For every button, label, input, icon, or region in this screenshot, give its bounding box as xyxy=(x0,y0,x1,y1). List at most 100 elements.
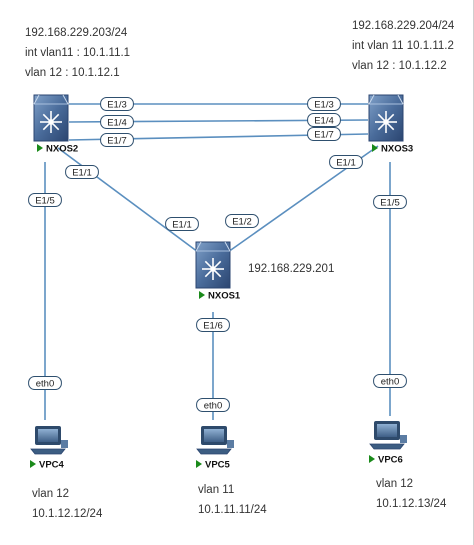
nxos3-switch-icon xyxy=(368,94,404,142)
nxos1-ip: 192.168.229.201 xyxy=(248,263,335,275)
port-nxos1-E1-1-3: E1/1 xyxy=(165,217,199,231)
nxos2-switch-top xyxy=(33,94,69,105)
port-nxos3-E1-7-2: E1/7 xyxy=(307,127,341,141)
port-nxos3-E1-5-7: E1/5 xyxy=(373,195,407,209)
vpc6-ip: 10.1.12.13/24 xyxy=(376,498,447,510)
nxos2-info-note: 192.168.229.203/24 int vlan11 : 10.1.11.… xyxy=(25,23,130,83)
port-nxos3-E1-3-0-text: E1/3 xyxy=(314,100,334,111)
port-nxos2-E1-3-0-text: E1/3 xyxy=(107,100,127,111)
vpc4-tower xyxy=(61,440,68,448)
port-nxos3-E1-1-4-bg xyxy=(329,155,363,169)
port-vpc6-eth0-7-bg xyxy=(373,374,407,388)
port-nxos3-E1-7-2-text: E1/7 xyxy=(314,130,334,141)
port-nxos1-E1-1-3-bg xyxy=(165,217,199,231)
vpc6-info-note: vlan 12 10.1.12.13/24 xyxy=(376,474,446,514)
port-nxos3-E1-4-1: E1/4 xyxy=(307,113,341,127)
nxos3-switch-top xyxy=(368,94,404,105)
nxos3-switch[interactable]: NXOS3 xyxy=(368,94,413,155)
nxos3-arrow-ray-4 xyxy=(377,113,385,121)
port-vpc5-eth0-6-text: eth0 xyxy=(204,401,223,412)
vpc4-pc[interactable]: VPC4 xyxy=(30,426,68,471)
nxos2-arrow-ray-6 xyxy=(42,123,50,131)
vpc6-keyboard xyxy=(369,443,405,450)
vpc5-vlan: vlan 11 xyxy=(198,484,235,496)
nxos1-switch[interactable]: NXOS1 xyxy=(195,241,241,302)
nxos3-arrow-ray-7 xyxy=(387,113,395,121)
nxos3-vlan11: int vlan 11 10.1.11.2 xyxy=(352,40,454,52)
nxos1-hub xyxy=(210,266,216,272)
port-nxos1-E1-1-3-text: E1/1 xyxy=(172,220,192,231)
nxos3-ip: 192.168.229.204/24 xyxy=(352,20,455,32)
port-nxos2-E1-4-1-text: E1/4 xyxy=(107,118,127,129)
nxos2-vlan12: vlan 12 : 10.1.12.1 xyxy=(25,67,120,79)
nxos1-arrow-ray-5 xyxy=(214,270,222,278)
vpc6-pc[interactable]: VPC6 xyxy=(369,421,407,466)
vpc4-screen xyxy=(38,429,58,442)
port-nxos3-E1-3-0-bg xyxy=(307,97,341,111)
port-nxos1-E1-6-6-bg xyxy=(196,318,230,332)
vpc5-screen xyxy=(204,429,224,442)
port-nxos2-E1-7-2-bg xyxy=(100,133,134,147)
nxos3-label: NXOS3 xyxy=(381,144,413,155)
vpc5-keyboard xyxy=(196,448,232,455)
port-nxos2-E1-1-3-bg xyxy=(65,165,99,179)
port-vpc4-eth0-5-bg xyxy=(28,376,62,390)
port-nxos3-E1-1-4: E1/1 xyxy=(329,155,363,169)
vpc5-info-note: vlan 11 10.1.11.11/24 xyxy=(198,480,267,520)
port-nxos2-E1-3-0-bg xyxy=(100,97,134,111)
vpc5-tower xyxy=(227,440,234,448)
port-nxos3-E1-4-1-bg xyxy=(307,113,341,127)
port-nxos3-E1-1-4-text: E1/1 xyxy=(336,158,356,169)
port-nxos2-E1-5-5: E1/5 xyxy=(28,193,62,207)
nxos2-ip: 192.168.229.203/24 xyxy=(25,27,128,39)
port-nxos3-E1-5-7-text: E1/5 xyxy=(380,198,400,209)
nxos3-arrow-icon xyxy=(372,144,378,152)
nxos1-switch-top xyxy=(195,241,231,252)
vpc6-label: VPC6 xyxy=(378,455,403,466)
nxos3-vlan12: vlan 12 : 10.1.12.2 xyxy=(352,60,447,72)
port-nxos1-E1-2-4-text: E1/2 xyxy=(232,217,252,228)
port-nxos3-E1-5-7-bg xyxy=(373,195,407,209)
vpc6-arrow-icon xyxy=(369,455,375,463)
port-nxos2-E1-4-1-bg xyxy=(100,115,134,129)
port-nxos2-E1-5-5-bg xyxy=(28,193,62,207)
nxos1-arrow-ray-7 xyxy=(214,260,222,268)
vpc4-ip: 10.1.12.12/24 xyxy=(32,508,103,520)
nxos2-arrow-ray-4 xyxy=(42,113,50,121)
port-nxos3-E1-3-0: E1/3 xyxy=(307,97,341,111)
link-nxos2-nxos1-3[interactable] xyxy=(57,147,199,253)
port-nxos2-E1-7-2-text: E1/7 xyxy=(107,136,127,147)
port-vpc4-eth0-5-text: eth0 xyxy=(36,379,55,390)
port-nxos1-E1-6-6: E1/6 xyxy=(196,318,230,332)
vpc4-keyboard xyxy=(30,448,66,455)
port-nxos3-E1-7-2-bg xyxy=(307,127,341,141)
vpc5-arrow-icon xyxy=(196,460,202,468)
nxos2-hub xyxy=(48,119,54,125)
nxos3-hub xyxy=(383,119,389,125)
port-vpc6-eth0-7: eth0 xyxy=(373,374,407,388)
port-vpc6-eth0-7-text: eth0 xyxy=(381,377,400,388)
port-vpc4-eth0-5: eth0 xyxy=(28,376,62,390)
vpc5-ip: 10.1.11.11/24 xyxy=(198,504,267,516)
port-nxos3-E1-4-1-text: E1/4 xyxy=(314,116,334,127)
vpc4-vlan: vlan 12 xyxy=(32,488,70,500)
nxos2-arrow-icon xyxy=(37,144,43,152)
vpc4-label: VPC4 xyxy=(39,460,65,471)
port-nxos2-E1-5-5-text: E1/5 xyxy=(35,196,55,207)
vpc6-tower xyxy=(400,435,407,443)
vpc6-screen xyxy=(377,424,397,437)
port-vpc5-eth0-6-bg xyxy=(196,398,230,412)
nxos2-switch[interactable]: NXOS2 xyxy=(33,94,78,155)
nxos1-label: NXOS1 xyxy=(208,291,241,302)
nxos2-label: NXOS2 xyxy=(46,144,78,155)
nxos2-arrow-ray-7 xyxy=(52,113,60,121)
port-vpc5-eth0-6: eth0 xyxy=(196,398,230,412)
nxos1-arrow-ray-4 xyxy=(204,260,212,268)
vpc4-arrow-icon xyxy=(30,460,36,468)
vpc5-pc[interactable]: VPC5 xyxy=(196,426,234,471)
port-nxos2-E1-1-3: E1/1 xyxy=(65,165,99,179)
port-nxos1-E1-6-6-text: E1/6 xyxy=(203,321,223,332)
